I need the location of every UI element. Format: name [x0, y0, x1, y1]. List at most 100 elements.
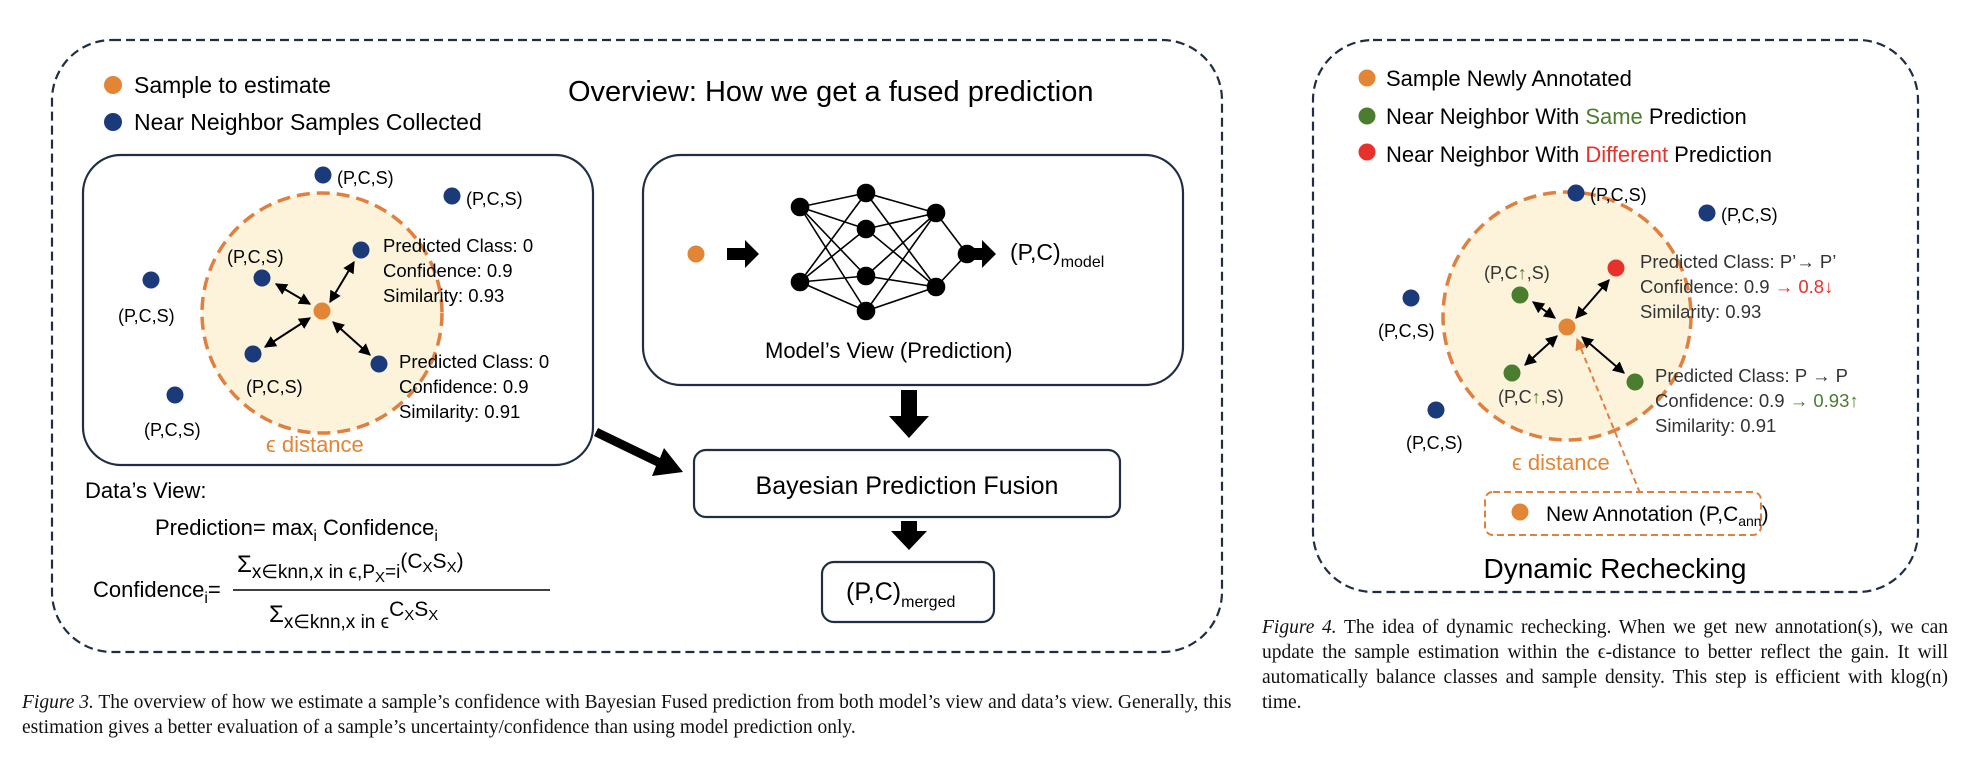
different-legend-dot: [1358, 143, 1376, 161]
network-edge: [799, 206, 867, 312]
neighbor-info-top: Predicted Class: 0 Confidence: 0.9 Simil…: [383, 235, 533, 306]
network-node: [856, 219, 876, 239]
network-edge: [865, 212, 937, 312]
caption-text: The overview of how we estimate a sample…: [22, 692, 1232, 738]
formula-part: S: [414, 598, 428, 621]
label-part: ,S): [1541, 387, 1564, 407]
confidence-decrease: → 0.8↓: [1775, 276, 1834, 297]
bayesian-fusion-box: [692, 448, 1122, 519]
info-line: Confidence: 0.9 → 0.93↑: [1655, 390, 1859, 411]
network-edge: [865, 212, 937, 277]
label-part: (P,C: [1484, 263, 1518, 283]
legend-sample-label: Sample to estimate: [134, 72, 331, 98]
network-node: [856, 266, 876, 286]
rechecking-frame: [1311, 38, 1920, 594]
sample-legend-dot: [104, 76, 122, 94]
network-edge: [799, 192, 867, 283]
same-prediction-dot: [1626, 373, 1644, 391]
formula-sub: X: [375, 569, 385, 586]
down-arrow-icon: [891, 521, 927, 550]
epsilon-label: ϵ distance: [1512, 450, 1610, 475]
up-arrow-icon: ↑: [1532, 387, 1541, 407]
similarity-arrow: [1524, 335, 1558, 366]
info-part: Confidence: 0.9: [1640, 276, 1775, 297]
merged-output-sub: merged: [901, 594, 955, 611]
label-part: ,S): [1527, 263, 1550, 283]
similarity-arrow: [274, 283, 312, 305]
formula-part: S: [433, 550, 447, 573]
formula-part: =: [208, 577, 221, 602]
network-edge: [865, 228, 937, 288]
annotation-part: ): [1762, 503, 1769, 526]
neighbor-label: (P,C,S): [337, 168, 394, 188]
neighbor-dot: [443, 187, 461, 205]
overview-frame: [50, 38, 1224, 654]
network-edge: [799, 281, 867, 312]
neighbor-label: (P,C,S): [1406, 433, 1463, 453]
down-arrow-icon: [889, 390, 929, 438]
network-edge: [865, 192, 937, 288]
neighbor-dot: [1427, 401, 1445, 419]
info-line: Similarity: 0.93: [1640, 301, 1761, 322]
caption-text: The idea of dynamic rechecking. When we …: [1262, 617, 1948, 713]
info-line: Similarity: 0.91: [399, 401, 520, 422]
figure-3: Sample to estimate Near Neighbor Samples…: [50, 38, 1224, 654]
formula-part: (C: [400, 550, 422, 573]
network-node: [790, 272, 810, 292]
similarity-arrow: [1575, 279, 1610, 319]
neighbor-label: (P,C,S): [1721, 205, 1778, 225]
merged-output-box: [820, 560, 996, 624]
network-node: [856, 183, 876, 203]
neighbor-dot: [370, 355, 388, 373]
merged-output-main: (P,C): [846, 578, 901, 606]
legend-label: Sample Newly Annotated: [1386, 66, 1632, 91]
neighbor-label: (P,C,S): [227, 247, 284, 267]
updated-neighbor-label: (P,C↑,S): [1484, 263, 1550, 283]
network-edge: [865, 286, 937, 312]
network-node: [926, 203, 946, 223]
annotation-sub: ann: [1738, 513, 1761, 529]
neighbor-info-bottom: Predicted Class: P → P Confidence: 0.9 →…: [1655, 365, 1859, 436]
network-edge: [865, 192, 937, 214]
similarity-arrow: [329, 260, 355, 304]
info-line: Predicted Class: 0: [383, 235, 533, 256]
legend-text: Prediction: [1668, 142, 1772, 167]
neighbor-label: (P,C,S): [1590, 185, 1647, 205]
legend-neighbor-label: Near Neighbor Samples Collected: [134, 109, 482, 135]
neighbor-dot: [1698, 204, 1716, 222]
neighbor-legend-dot: [104, 113, 122, 131]
neighbor-label: (P,C,S): [1378, 321, 1435, 341]
new-annotation-box: [1484, 491, 1762, 536]
epsilon-label: ϵ distance: [266, 432, 364, 457]
neighbor-dot: [1567, 184, 1585, 202]
figure-4-caption: Figure 4. The idea of dynamic rechecking…: [1262, 615, 1948, 715]
model-output-main: (P,C): [1010, 239, 1061, 265]
model-output: (P,C)model: [1010, 239, 1104, 271]
up-arrow-icon: ↑: [1518, 263, 1527, 283]
model-view-panel: [641, 153, 1185, 387]
confidence-lhs: Confidencei=: [93, 577, 221, 607]
label-part: (P,C: [1498, 387, 1532, 407]
same-prediction-dot: [1503, 364, 1521, 382]
figure-3-caption: Figure 3. The overview of how we estimat…: [22, 690, 1262, 740]
neighbor-label: (P,C,S): [466, 189, 523, 209]
rechecking-title: Dynamic Rechecking: [1484, 553, 1747, 584]
neighbor-dot: [244, 345, 262, 363]
similarity-arrow: [1581, 336, 1625, 374]
info-line: Similarity: 0.93: [383, 285, 504, 306]
formula-sub: i: [313, 528, 317, 545]
caption-label: Figure 4.: [1262, 617, 1337, 638]
formula-sub: x∈knn,x in ϵ: [284, 612, 389, 633]
confidence-numerator: Σx∈knn,x in ϵ,PX=i(CXSX): [237, 550, 464, 586]
prediction-formula: Prediction= maxi Confidencei: [155, 515, 438, 545]
legend-label: Near Neighbor With Different Prediction: [1386, 142, 1772, 167]
model-output-sub: model: [1061, 254, 1105, 271]
formula-part: ): [457, 550, 464, 573]
neighbor-dot: [142, 271, 160, 289]
neighbor-dot: [166, 386, 184, 404]
neighbor-dot: [253, 269, 271, 287]
similarity-arrow: [1532, 301, 1556, 319]
figure-4: Sample Newly Annotated Near Neighbor Wit…: [1311, 38, 1920, 594]
network-node: [790, 197, 810, 217]
network-edge: [799, 192, 867, 208]
